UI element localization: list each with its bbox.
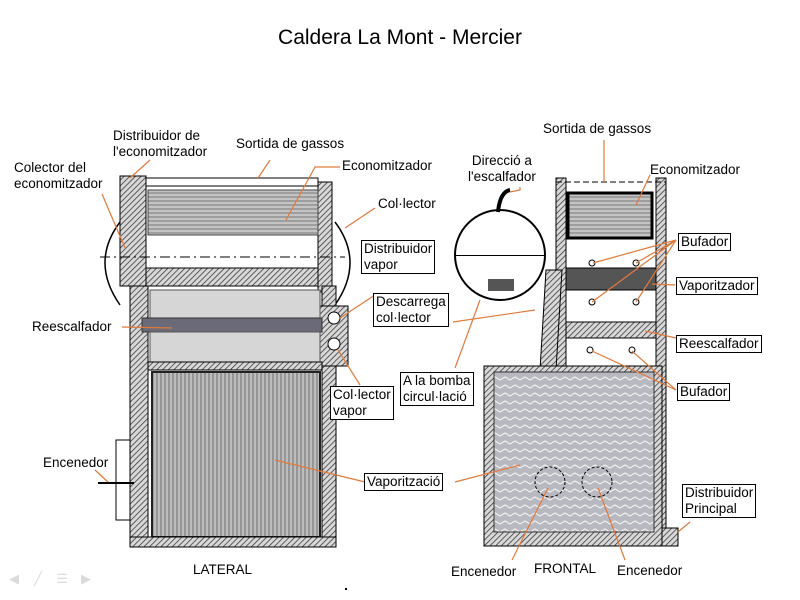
label-distribuidor-principal: Distribuidor Principal bbox=[682, 484, 757, 518]
caption-lateral: LATERAL bbox=[193, 562, 253, 577]
label-vaporitzador: Vaporitzador bbox=[676, 277, 758, 295]
diagram-title: Caldera La Mont - Mercier bbox=[278, 26, 522, 49]
reheater-upper bbox=[149, 289, 321, 319]
base bbox=[129, 536, 337, 548]
label-direccio-escalfador: Direcció a l'escalfador bbox=[468, 153, 536, 184]
menu-icon[interactable]: ☰ bbox=[56, 571, 68, 586]
label-distribuidor-vapor: Distribuidor vapor bbox=[361, 240, 436, 274]
left-wall-top bbox=[119, 175, 147, 287]
upper-hatched-band bbox=[145, 267, 319, 287]
vaporization-bank bbox=[151, 371, 321, 538]
left-dome bbox=[104, 221, 121, 306]
burner-housing bbox=[115, 439, 131, 521]
label-collector-vapor: Col·lector vapor bbox=[330, 386, 394, 420]
label-sortida-gassos-frontal: Sortida de gassos bbox=[543, 121, 652, 136]
caption-frontal: FRONTAL bbox=[534, 561, 597, 576]
economizer-bank bbox=[147, 189, 319, 236]
stray-dot bbox=[345, 588, 347, 590]
vaporization-waves bbox=[493, 371, 655, 533]
label-colector-economitzador: Colector del economitzador bbox=[14, 160, 103, 191]
label-distribuidor-economitzador: Distribuidor de l'economitzador bbox=[113, 128, 208, 159]
label-a-la-bomba: A la bomba circul·lació bbox=[400, 372, 474, 406]
label-sortida-gassos-lateral: Sortida de gassos bbox=[236, 136, 345, 151]
slide-nav: ◀ ╱ ☰ ▶ bbox=[6, 572, 94, 586]
top-outline bbox=[145, 177, 319, 187]
label-reescalfador-lateral: Reescalfador bbox=[32, 319, 112, 334]
label-encenedor-lateral: Encenedor bbox=[43, 455, 109, 470]
label-encenedor-frontal-right: Encenedor bbox=[617, 563, 683, 578]
right-wall-top bbox=[317, 181, 333, 293]
label-descarrega-collector: Descarrega col·lector bbox=[373, 293, 449, 327]
burner-right bbox=[581, 466, 613, 498]
reheater-lower bbox=[149, 331, 321, 363]
pen-icon[interactable]: ╱ bbox=[34, 571, 42, 586]
next-arrow-icon[interactable]: ▶ bbox=[81, 571, 91, 586]
label-reescalfador-frontal: Reescalfador bbox=[676, 335, 762, 353]
frontal-view bbox=[452, 140, 691, 561]
label-bufador-top: Bufador bbox=[678, 233, 732, 251]
economizer-box bbox=[566, 191, 654, 240]
right-dome bbox=[334, 221, 351, 306]
lateral-view bbox=[94, 159, 379, 548]
vaporizer-band bbox=[565, 267, 657, 291]
label-economitzador-frontal: Economitzador bbox=[650, 162, 741, 177]
label-vaporitzacio: Vaporització bbox=[364, 473, 444, 491]
label-bufador-bottom: Bufador bbox=[677, 383, 731, 401]
label-economitzador-lateral: Economitzador bbox=[342, 158, 433, 173]
reheater-tubes bbox=[141, 317, 323, 333]
main-distributor bbox=[661, 527, 679, 547]
reheater-band bbox=[565, 321, 657, 339]
label-encenedor-frontal-left: Encenedor bbox=[451, 564, 517, 579]
label-collector: Col·lector bbox=[378, 196, 436, 211]
prev-arrow-icon[interactable]: ◀ bbox=[9, 571, 19, 586]
burner-left bbox=[534, 466, 566, 498]
